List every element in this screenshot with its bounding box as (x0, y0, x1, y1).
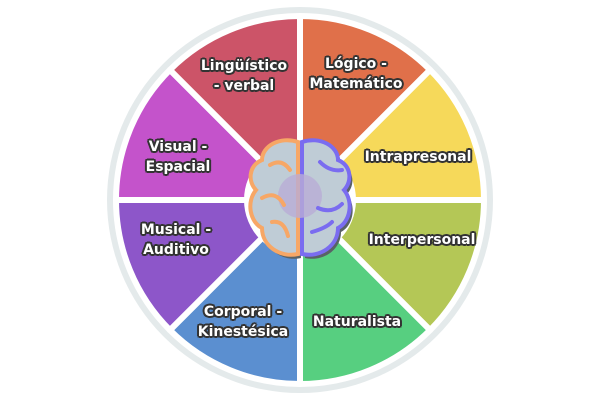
segment-label-musical: Musical -Auditivo (140, 222, 212, 258)
segment-label-corporal: Corporal -Kinestésica (197, 304, 289, 340)
segment-label-logico: Lógico -Matemático (309, 56, 403, 92)
segment-label-intrapersonal: Intrapresonal (364, 149, 472, 165)
segment-label-visual: Visual -Espacial (145, 139, 211, 175)
wheel-segment (297, 197, 487, 334)
segment-label-naturalista: Naturalista (312, 314, 402, 330)
segment-label-interpersonal: Interpersonal (368, 232, 476, 248)
brain-icon (248, 138, 353, 259)
segment-label-linguistico: Lingüístico- verbal (200, 58, 288, 94)
wheel-segment (113, 197, 303, 334)
